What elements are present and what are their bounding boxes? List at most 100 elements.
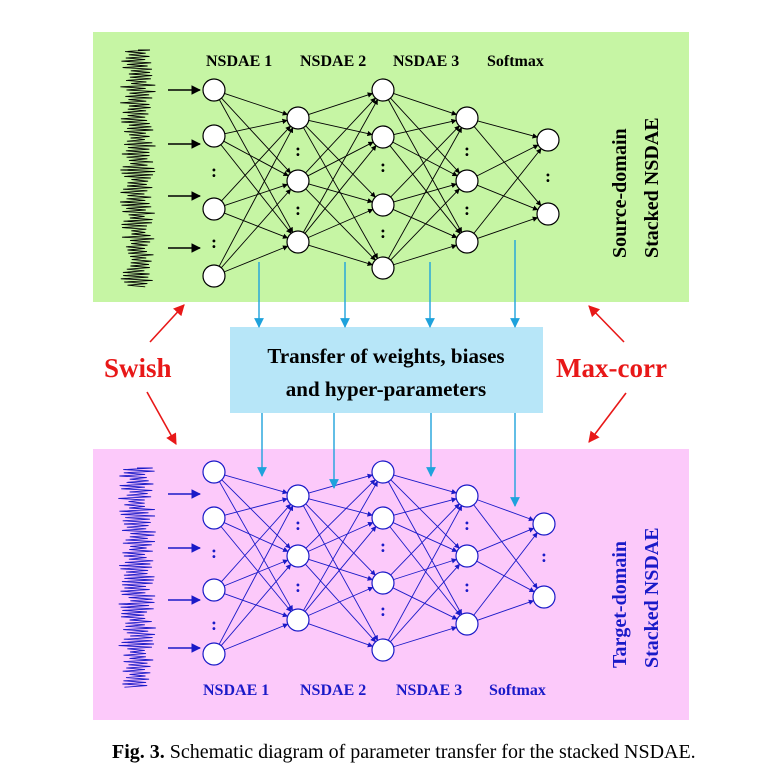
transfer-box — [230, 327, 543, 413]
activation-arrow — [588, 392, 627, 443]
caption-prefix: Fig. 3. — [112, 741, 165, 763]
connection-line — [477, 216, 539, 239]
connection-line — [219, 481, 293, 611]
neuron-node — [371, 125, 395, 149]
neuron-node — [532, 585, 556, 609]
neuron-node — [536, 202, 560, 226]
connection-line — [305, 503, 376, 576]
connection-line — [305, 563, 376, 643]
neuron-node — [371, 571, 395, 595]
source-signal-waveform — [120, 49, 156, 288]
connection-line — [308, 623, 374, 648]
activation-arrow — [146, 391, 177, 445]
source-layer-label-1: NSDAE 1 — [206, 53, 272, 70]
connection-line — [477, 499, 535, 522]
connection-line — [308, 92, 374, 115]
ellipsis-dots: : — [211, 232, 217, 252]
connection-line — [223, 522, 289, 552]
ellipsis-dots: : — [295, 140, 301, 160]
ellipsis-dots: : — [295, 514, 301, 534]
connection-line — [221, 97, 291, 174]
ellipsis-dots: : — [211, 542, 217, 562]
connection-line — [393, 93, 458, 116]
max-corr-label: Max-corr — [556, 353, 667, 383]
connection-line — [220, 526, 292, 612]
connection-line — [218, 99, 294, 233]
connection-line — [392, 141, 458, 177]
neuron-node — [202, 460, 226, 484]
target-network: ::::::::: — [168, 460, 556, 666]
ellipsis-dots: : — [295, 199, 301, 219]
connection-line — [307, 208, 374, 239]
neuron-node — [455, 612, 479, 636]
connection-line — [477, 184, 539, 211]
target-layer-label-1: NSDAE 1 — [203, 682, 269, 699]
connections — [218, 473, 538, 651]
connection-line — [302, 505, 379, 641]
connection-line — [387, 127, 463, 259]
figure-caption: Fig. 3. Schematic diagram of parameter t… — [112, 741, 696, 763]
ellipsis-dots: : — [464, 514, 470, 534]
connection-line — [224, 93, 289, 116]
connection-line — [390, 97, 460, 174]
connection-line — [308, 473, 373, 494]
ellipsis-dots: : — [380, 222, 386, 242]
connection-line — [390, 188, 460, 261]
neuron-node — [286, 484, 310, 508]
transfer-box-line1: Transfer of weights, biases — [267, 344, 504, 368]
connection-line — [387, 481, 463, 615]
connection-line — [218, 505, 294, 645]
connection-line — [224, 623, 289, 651]
source-layer-label-3: NSDAE 3 — [393, 53, 459, 70]
neuron-node — [455, 169, 479, 193]
connection-line — [224, 212, 289, 239]
neuron-node — [455, 230, 479, 254]
target-side-label-line2: Stacked NSDAE — [641, 527, 663, 668]
connection-line — [389, 563, 461, 643]
neuron-node — [286, 230, 310, 254]
activation-arrow — [588, 305, 625, 343]
connection-line — [303, 481, 378, 611]
connection-line — [393, 118, 457, 136]
connection-line — [393, 626, 458, 648]
connections — [218, 92, 542, 273]
ellipsis-dots: : — [380, 600, 386, 620]
connection-line — [308, 119, 373, 137]
connection-line — [476, 560, 535, 593]
connection-line — [304, 526, 377, 612]
neuron-node — [371, 78, 395, 102]
source-domain-panel — [93, 32, 689, 302]
connection-line — [392, 209, 458, 239]
connection-line — [387, 99, 463, 233]
transfer-arrows — [254, 240, 520, 507]
neuron-node — [371, 193, 395, 217]
neuron-node — [371, 506, 395, 530]
connection-line — [221, 479, 291, 549]
connection-line — [304, 145, 377, 234]
connection-line — [393, 497, 457, 516]
connection-line — [387, 505, 463, 641]
connection-line — [220, 144, 292, 234]
swish-label: Swish — [104, 353, 172, 383]
neuron-node — [455, 106, 479, 130]
connection-line — [224, 474, 288, 495]
connection-line — [476, 144, 539, 177]
target-layer-label-softmax: Softmax — [489, 682, 546, 699]
connection-line — [473, 148, 542, 234]
neuron-node — [202, 124, 226, 148]
ellipsis-dots: : — [211, 161, 217, 181]
neuron-node — [455, 484, 479, 508]
ellipsis-dots: : — [295, 576, 301, 596]
neuron-node — [532, 512, 556, 536]
neuron-node — [536, 128, 560, 152]
connection-line — [224, 497, 288, 516]
connection-line — [224, 118, 288, 135]
neuron-node — [202, 78, 226, 102]
connection-line — [224, 245, 289, 273]
caption-text: Schematic diagram of parameter transfer … — [165, 741, 696, 763]
waveform-trace — [118, 467, 156, 688]
connection-line — [223, 140, 289, 177]
connection-line — [220, 563, 292, 646]
connection-line — [307, 141, 374, 177]
